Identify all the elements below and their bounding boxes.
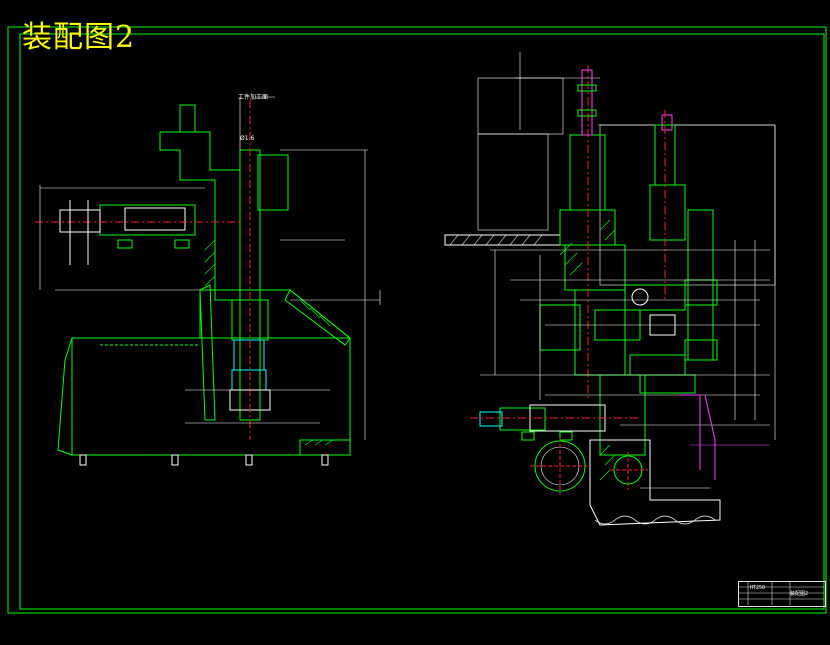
left-view-label-top: 工件加工面 [238, 94, 269, 101]
outer-frame [7, 26, 827, 614]
inner-frame [19, 33, 825, 610]
left-view-dimension-label: Ø1.6 [240, 135, 255, 142]
right-view [444, 52, 776, 526]
drawing-title: 装配图2 [22, 20, 136, 55]
title-block-grid [738, 581, 824, 605]
left-view [35, 96, 381, 466]
title-block-material: HT250 [750, 585, 766, 591]
title-block-drawing-name: 装配图2 [790, 591, 809, 597]
title-block [738, 581, 826, 607]
